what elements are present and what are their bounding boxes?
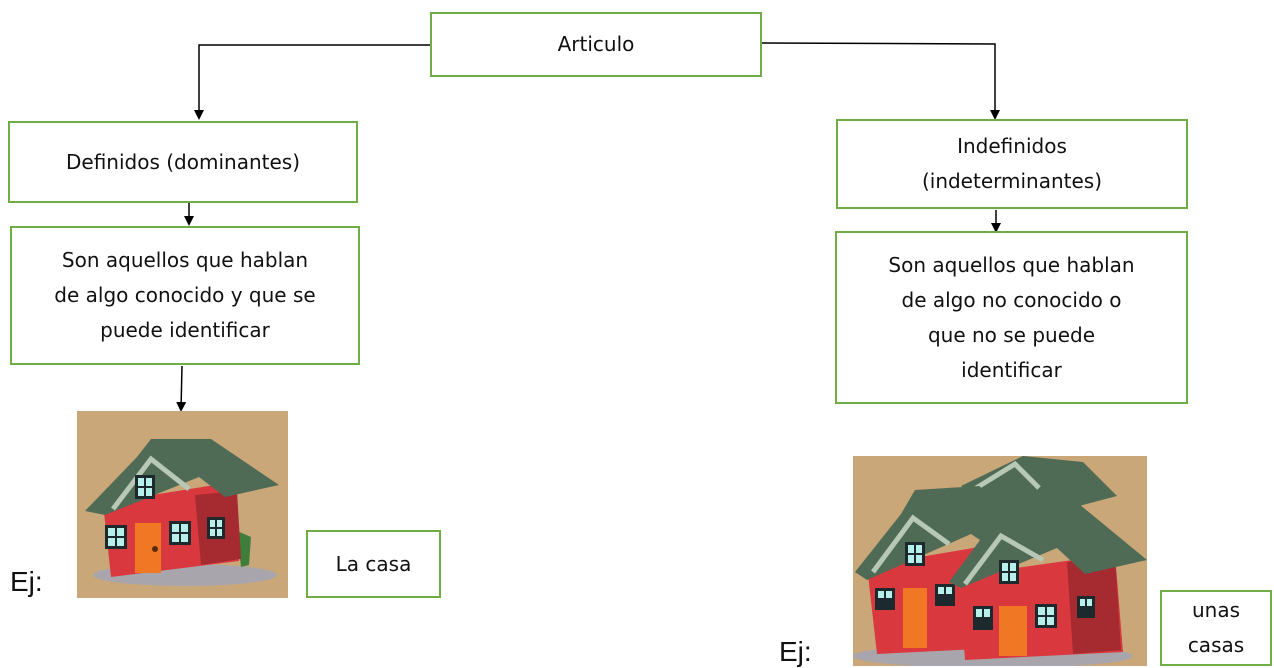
two-red-houses-picture [853, 456, 1147, 666]
indefinidos-example-prefix: Ej: [779, 636, 812, 667]
definidos-description-text: Son aquellos que hablan de algo conocido… [54, 248, 316, 342]
single-house-icon [77, 411, 288, 598]
definidos-example-prefix: Ej: [10, 566, 43, 597]
definidos-description-node: Son aquellos que hablan de algo conocido… [10, 226, 360, 365]
definidos-node: Definidos (dominantes) [8, 121, 358, 203]
indefinidos-description-text: Son aquellos que hablan de algo no conoc… [888, 252, 1135, 382]
arrow-root-to-indefinidos [761, 42, 1000, 120]
indefinidos-node: Indefinidos (indeterminantes) [836, 119, 1188, 209]
indefinidos-description-node: Son aquellos que hablan de algo no conoc… [835, 231, 1188, 404]
definidos-example-label-box: La casa [306, 530, 441, 598]
definidos-example-label: La casa [335, 551, 412, 576]
definidos-node-label: Definidos (dominantes) [66, 149, 300, 174]
indefinidos-example-label-box: unas casas [1160, 590, 1272, 666]
arrow-description-to-example [176, 365, 187, 412]
root-node-label: Articulo [557, 32, 635, 56]
two-houses-icon [853, 456, 1147, 666]
indefinidos-example-label: unas casas [1187, 598, 1245, 657]
indefinidos-node-label: Indefinidos (indeterminantes) [921, 134, 1103, 193]
single-red-house-picture [77, 411, 288, 598]
arrow-root-to-definidos [194, 44, 430, 120]
root-node-articulo: Articulo [430, 12, 762, 77]
